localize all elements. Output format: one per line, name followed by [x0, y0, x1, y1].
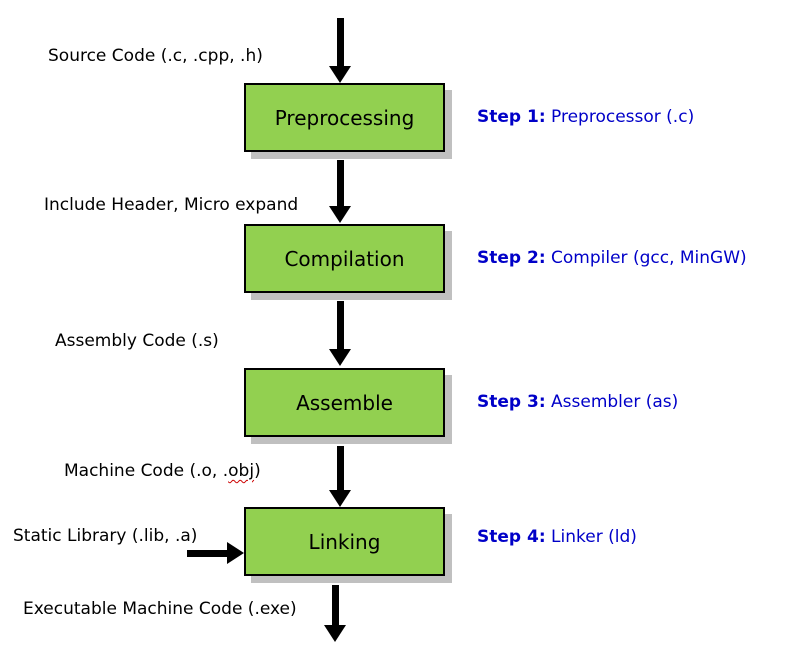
- step-4-label: Step 4: Linker (ld): [477, 527, 637, 547]
- step-3-label: Step 3: Assembler (as): [477, 392, 678, 412]
- box-assemble: Assemble: [244, 368, 445, 437]
- arrow-shaft: [187, 549, 227, 557]
- flow-arrow-down-icon: [324, 585, 346, 642]
- flow-arrow-down-icon: [329, 18, 351, 83]
- flow-arrow-down-icon: [329, 446, 351, 507]
- arrow-head: [329, 349, 351, 366]
- box-compilation: Compilation: [244, 224, 445, 293]
- arrow-shaft: [331, 585, 339, 625]
- step-2-number: Step 2:: [477, 248, 546, 268]
- arrow-shaft: [336, 160, 344, 206]
- arrow-head: [324, 625, 346, 642]
- step-1-tool: Preprocessor (.c): [551, 107, 695, 127]
- label-machine-code: Machine Code (.o, .obj): [64, 461, 261, 481]
- label-executable-output: Executable Machine Code (.exe): [23, 599, 297, 619]
- flow-arrow-down-icon: [329, 301, 351, 366]
- flow-arrow-down-icon: [329, 160, 351, 223]
- step-4-tool: Linker (ld): [551, 527, 637, 547]
- step-3-tool: Assembler (as): [551, 392, 679, 412]
- step-1-label: Step 1: Preprocessor (.c): [477, 107, 694, 127]
- flow-arrow-right-icon: [187, 542, 244, 564]
- label-machine-code-after: ): [254, 461, 261, 481]
- label-include-header: Include Header, Micro expand: [44, 195, 299, 215]
- step-1-number: Step 1:: [477, 107, 546, 127]
- label-machine-code-before: Machine Code (.o, .: [64, 461, 229, 481]
- label-static-library: Static Library (.lib, .a): [13, 526, 198, 546]
- box-linking: Linking: [244, 507, 445, 576]
- arrow-head: [329, 490, 351, 507]
- arrow-head: [329, 66, 351, 83]
- step-4-number: Step 4:: [477, 527, 546, 547]
- step-2-label: Step 2: Compiler (gcc, MinGW): [477, 248, 747, 268]
- step-3-number: Step 3:: [477, 392, 546, 412]
- box-preprocessing: Preprocessing: [244, 83, 445, 152]
- arrow-shaft: [336, 301, 344, 349]
- arrow-head: [227, 542, 244, 564]
- label-source-code: Source Code (.c, .cpp, .h): [48, 46, 263, 66]
- step-2-tool: Compiler (gcc, MinGW): [551, 248, 747, 268]
- arrow-shaft: [336, 18, 344, 66]
- arrow-shaft: [336, 446, 344, 490]
- arrow-head: [329, 206, 351, 223]
- label-machine-code-misspelled: obj: [228, 461, 255, 481]
- label-assembly-code: Assembly Code (.s): [55, 331, 219, 351]
